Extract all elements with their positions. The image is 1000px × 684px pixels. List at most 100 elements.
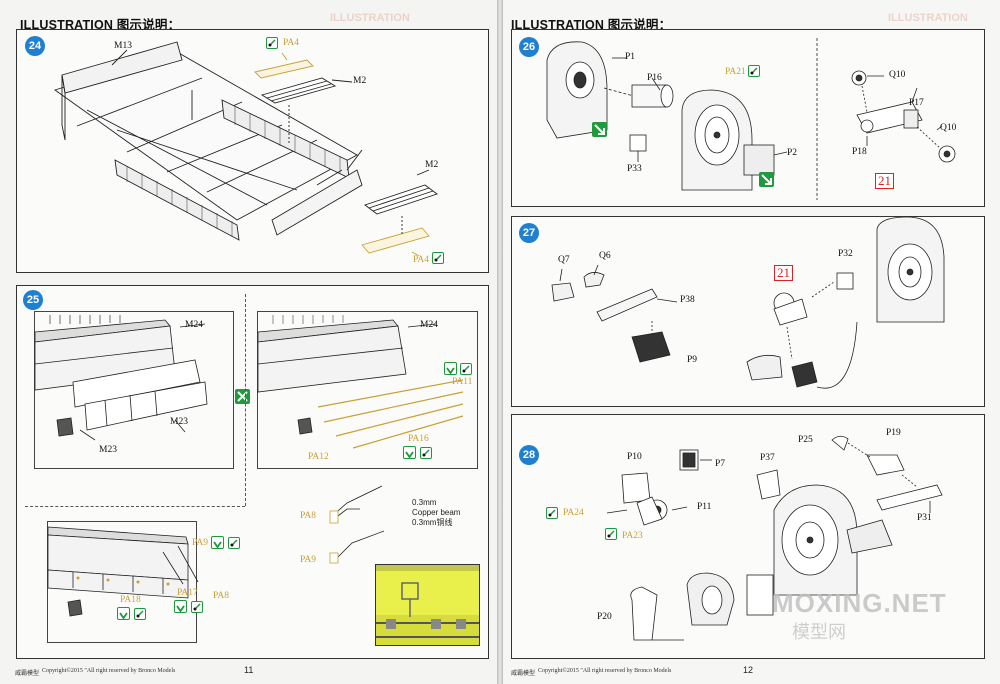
subassembly-reference: 21 [774,265,793,281]
step-25b-drawing [257,315,464,449]
glue-icon [605,528,617,540]
part-label-p33: P33 [627,164,642,174]
part-label-pa18: PA18 [120,595,141,605]
dashed-divider [25,506,245,507]
note-line: Copper beam [412,508,461,517]
watermark-subtext: 模型网 [792,622,846,642]
part-label-pa12: PA12 [308,452,329,462]
part-label-m2-top: M2 [353,76,367,86]
part-label-p19: P19 [886,428,901,438]
part-label-p7: P7 [715,459,726,469]
part-label-q7: Q7 [558,255,570,265]
part-label-pa8-detail: PA8 [300,511,317,521]
step-25-subpanel-b: M24 PA11 PA16 PA12 [257,311,478,469]
watermark-text: MOXING.NET [772,588,947,618]
part-label-q10-bottom: Q10 [940,123,957,133]
part-label-p25: P25 [798,435,813,445]
step-25-panel: 25 [16,285,489,659]
part-label-pa11: PA11 [452,377,473,387]
step-25a-drawing [34,315,208,441]
part-label-pa9-detail: PA9 [300,555,317,565]
glue-icon [546,507,558,519]
step-24-drawing [54,41,438,257]
part-label-pa4-top: PA4 [283,38,300,48]
glue-icon [134,608,146,620]
step-24-panel: 24 [16,29,489,273]
part-label-m24: M24 [420,320,438,330]
step-number-badge: 28 [519,445,539,465]
glue-icon [748,65,760,77]
glue-icon [228,537,240,549]
part-label-pa17: PA17 [177,588,198,598]
footer-copyright: Copyright©2015 "All right reserved by Br… [538,668,672,674]
flip-over-icon [592,122,607,137]
part-label-m23-right: M23 [170,417,188,427]
part-label-p16: P16 [647,73,662,83]
glue-icon [266,37,278,49]
part-label-p17: P17 [909,98,924,108]
glue-icon [420,447,432,459]
glue-icon [432,252,444,264]
step-25-subpanel-c [47,521,199,643]
footer-brand: 威霸模型 [15,671,40,677]
dashed-divider [245,294,246,506]
note-line: 0.3mm [412,498,437,507]
bend-icon [211,536,224,549]
page-header-left: ILLUSTRATION 图示说明： [20,18,181,32]
step-28-panel: 28 [511,414,985,659]
step-27-panel: 27 [511,216,985,407]
bend-icon [117,607,130,620]
part-label-q6: Q6 [599,251,611,261]
part-label-p2: P2 [787,148,798,158]
step-26-drawing [546,38,956,200]
part-label-pa8: PA8 [213,591,230,601]
bend-icon [444,362,457,375]
part-label-m23-left: M23 [99,445,117,455]
glue-icon [460,363,472,375]
copper-wire-detail [329,485,385,564]
part-label-p1: P1 [625,52,636,62]
page-right: ILLUSTRATION 图示说明： ILLUSTRATION 26 [503,0,1000,684]
step-number-badge: 27 [519,223,539,243]
bleed-through-text: ILLUSTRATION [330,12,410,24]
page-left: ILLUSTRATION 图示说明： ILLUSTRATION 24 [0,0,497,684]
part-label-pa21: PA21 [725,67,746,77]
part-label-pa16: PA16 [408,434,429,444]
part-label-m13: M13 [114,41,132,51]
step-25-subpanel-a: M24 M23 M23 [34,311,234,469]
part-label-pa9: PA9 [192,538,209,548]
part-label-q10-top: Q10 [889,70,906,80]
step-number-badge: 24 [25,36,45,56]
page-number: 11 [244,665,254,675]
part-label-pa23: PA23 [622,531,643,541]
note-line: 0.3mm铜线 [412,518,453,527]
bleed-through-text: ILLUSTRATION [888,12,968,24]
part-label-p38: P38 [680,295,695,305]
step-26-panel: 26 [511,29,985,207]
part-label-p37: P37 [760,453,775,463]
flip-over-icon [759,172,774,187]
part-label-p10: P10 [627,452,642,462]
part-label-m2-lower: M2 [425,160,439,170]
part-label-m24: M24 [185,320,203,330]
page-number: 12 [743,665,754,675]
part-label-p9: P9 [687,355,698,365]
part-label-p20: P20 [597,612,612,622]
flip-over-icon [235,389,250,404]
binding-gutter [497,0,503,684]
step-number-badge: 26 [519,37,539,57]
reference-photo [375,564,480,646]
part-label-p18: P18 [852,147,867,157]
glue-icon [191,601,203,613]
copper-wire-note: 0.3mm Copper beam 0.3mm铜线 [412,498,460,528]
bend-icon [403,446,416,459]
step-28-drawing [606,435,943,641]
step-25c-drawing [47,526,199,617]
part-label-pa4-bottom: PA4 [413,255,430,265]
part-label-p31: P31 [917,513,932,523]
step-number-badge: 25 [23,290,43,310]
footer-copyright: Copyright©2015 "All right reserved by Br… [42,668,176,674]
page-header-right: ILLUSTRATION 图示说明： [511,18,672,32]
footer-brand: 威霸模型 [511,671,536,677]
part-label-p11: P11 [697,502,712,512]
